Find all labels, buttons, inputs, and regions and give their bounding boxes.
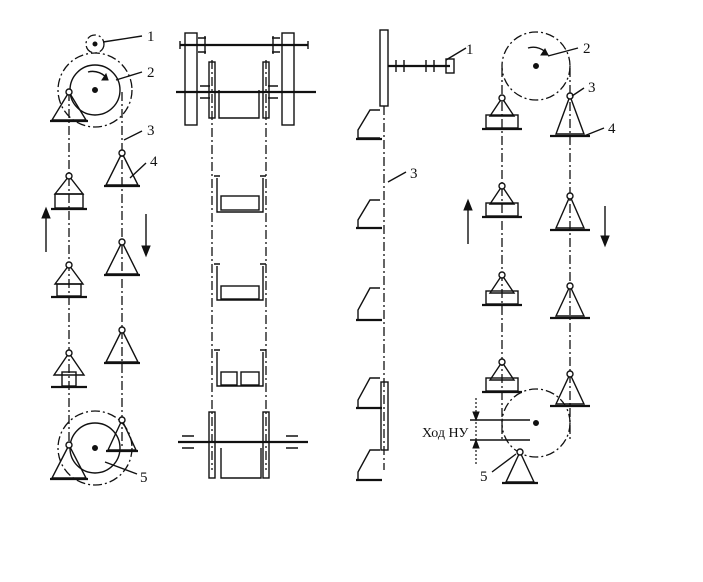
drive-column [379, 29, 389, 107]
upper-wheel [57, 52, 133, 128]
rotation-arrow-icon [101, 72, 109, 81]
label-2-right: 2 [583, 41, 591, 57]
descending-platforms [104, 149, 140, 453]
middle-brackets [356, 109, 382, 482]
label-2: 2 [147, 65, 155, 81]
label-4-right: 4 [608, 121, 616, 137]
view-right-front: Ход НУ 2 3 4 5 [422, 31, 616, 485]
gear-right [281, 32, 295, 126]
motor-block [445, 58, 455, 74]
lower-wheel [57, 410, 133, 486]
right-ascending-platforms [482, 94, 538, 485]
ascending-platforms [50, 88, 88, 481]
up-arrow-icon [41, 206, 51, 219]
gear-left [184, 32, 198, 126]
side-cages [214, 175, 266, 387]
label-3: 3 [147, 123, 155, 139]
right-descending-platforms [550, 92, 590, 408]
label-1-right: 1 [466, 42, 474, 58]
label-3-middle: 3 [410, 166, 418, 182]
view-middle: 3 1 [356, 29, 474, 482]
view-left-front: 1 2 3 4 5 [41, 29, 158, 486]
label-5: 5 [140, 470, 148, 486]
drive-sprocket-small [85, 34, 105, 54]
upper-wheel-right [501, 31, 571, 101]
down-arrow-icon [141, 245, 151, 258]
rotation-arrow-right-icon [540, 48, 549, 56]
stroke-label: Ход НУ [422, 426, 469, 441]
view-side [176, 32, 316, 479]
label-5-right: 5 [480, 469, 488, 485]
label-3-right: 3 [588, 80, 596, 96]
lower-wheel-right [501, 388, 571, 458]
label-1: 1 [147, 29, 155, 45]
down-arrow-right-icon [600, 235, 610, 248]
up-arrow-right-icon [463, 198, 473, 211]
label-4: 4 [150, 154, 158, 170]
